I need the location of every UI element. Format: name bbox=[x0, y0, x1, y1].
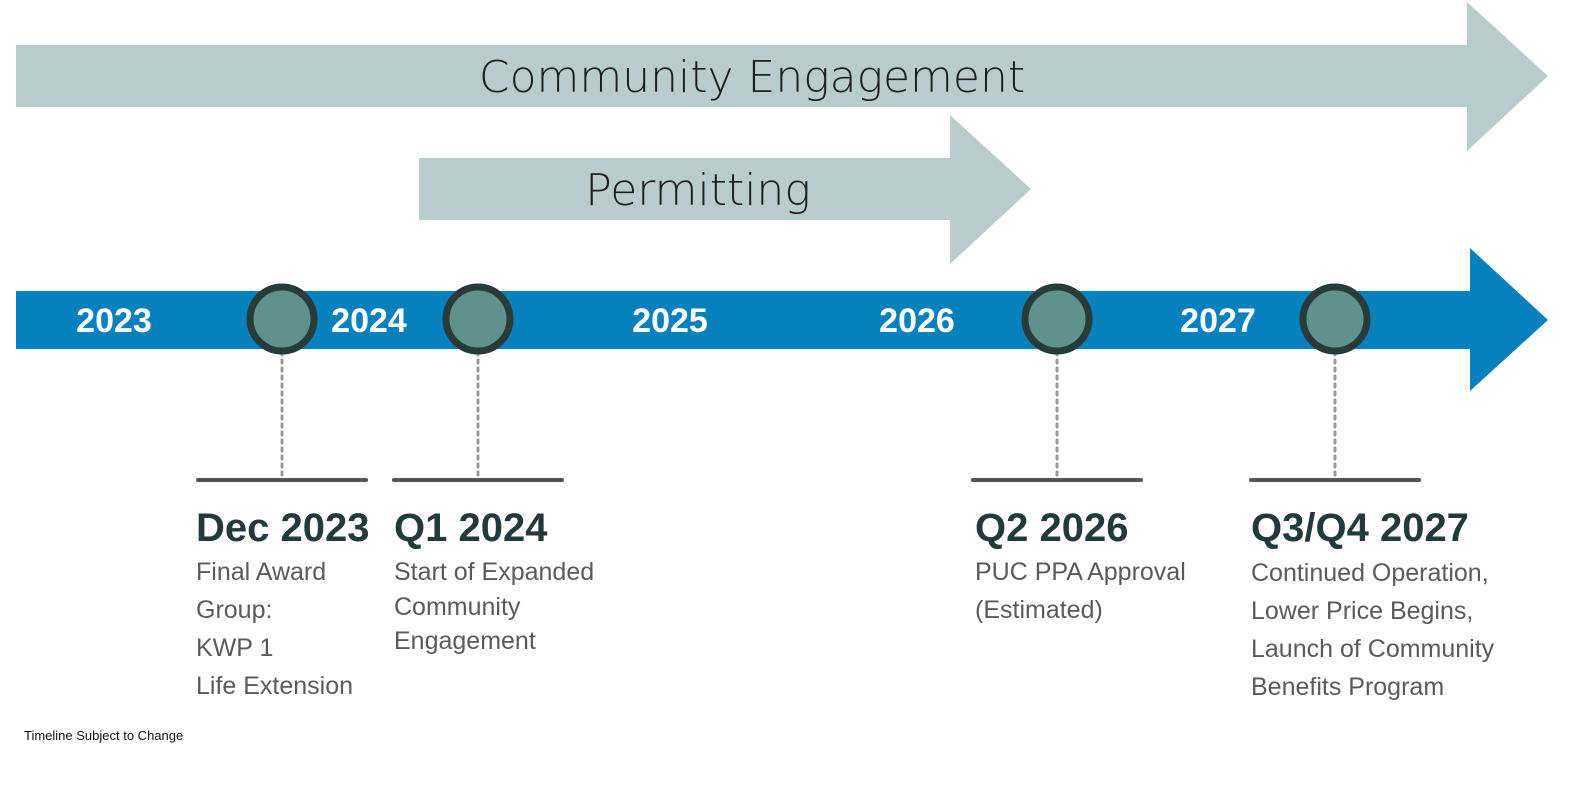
milestone-description-line: Final Award bbox=[196, 558, 326, 586]
year-label-2025: 2025 bbox=[632, 302, 708, 340]
milestone-description-line: Launch of Community bbox=[1251, 635, 1495, 663]
milestone-description-line: Continued Operation, bbox=[1251, 559, 1489, 587]
community-engagement-label: Community Engagement bbox=[479, 52, 1025, 103]
milestone-marker bbox=[1021, 283, 1093, 355]
milestone-description-line: Community bbox=[394, 593, 521, 621]
milestone-description-line: KWP 1 bbox=[196, 634, 273, 662]
milestone-description-line: Engagement bbox=[394, 627, 536, 655]
milestone-description-line: Benefits Program bbox=[1251, 673, 1444, 701]
milestone-title: Q3/Q4 2027 bbox=[1251, 506, 1469, 550]
milestone-description-line: Start of Expanded bbox=[394, 558, 594, 586]
community-engagement-arrow bbox=[16, 2, 1548, 151]
timeline-arrow bbox=[16, 248, 1548, 391]
milestone-marker bbox=[246, 283, 318, 355]
permitting-label: Permitting bbox=[585, 165, 810, 216]
milestone-description-line: Lower Price Begins, bbox=[1251, 597, 1473, 625]
year-label-2023: 2023 bbox=[76, 302, 152, 340]
milestone-title: Q1 2024 bbox=[394, 506, 548, 550]
year-label-2024: 2024 bbox=[331, 302, 407, 340]
permitting-arrow bbox=[419, 115, 1031, 264]
year-label-2027: 2027 bbox=[1180, 302, 1256, 340]
milestone-description-line: (Estimated) bbox=[975, 596, 1103, 624]
milestone-marker bbox=[442, 283, 514, 355]
footnote: Timeline Subject to Change bbox=[24, 728, 183, 743]
year-label-2026: 2026 bbox=[879, 302, 955, 340]
milestone-description-line: PUC PPA Approval bbox=[975, 558, 1186, 586]
milestone-description-line: Life Extension bbox=[196, 672, 353, 700]
milestone-description-line: Group: bbox=[196, 596, 272, 624]
milestone-title: Q2 2026 bbox=[975, 506, 1128, 550]
milestone-title: Dec 2023 bbox=[196, 506, 369, 550]
milestone-marker bbox=[1299, 283, 1371, 355]
